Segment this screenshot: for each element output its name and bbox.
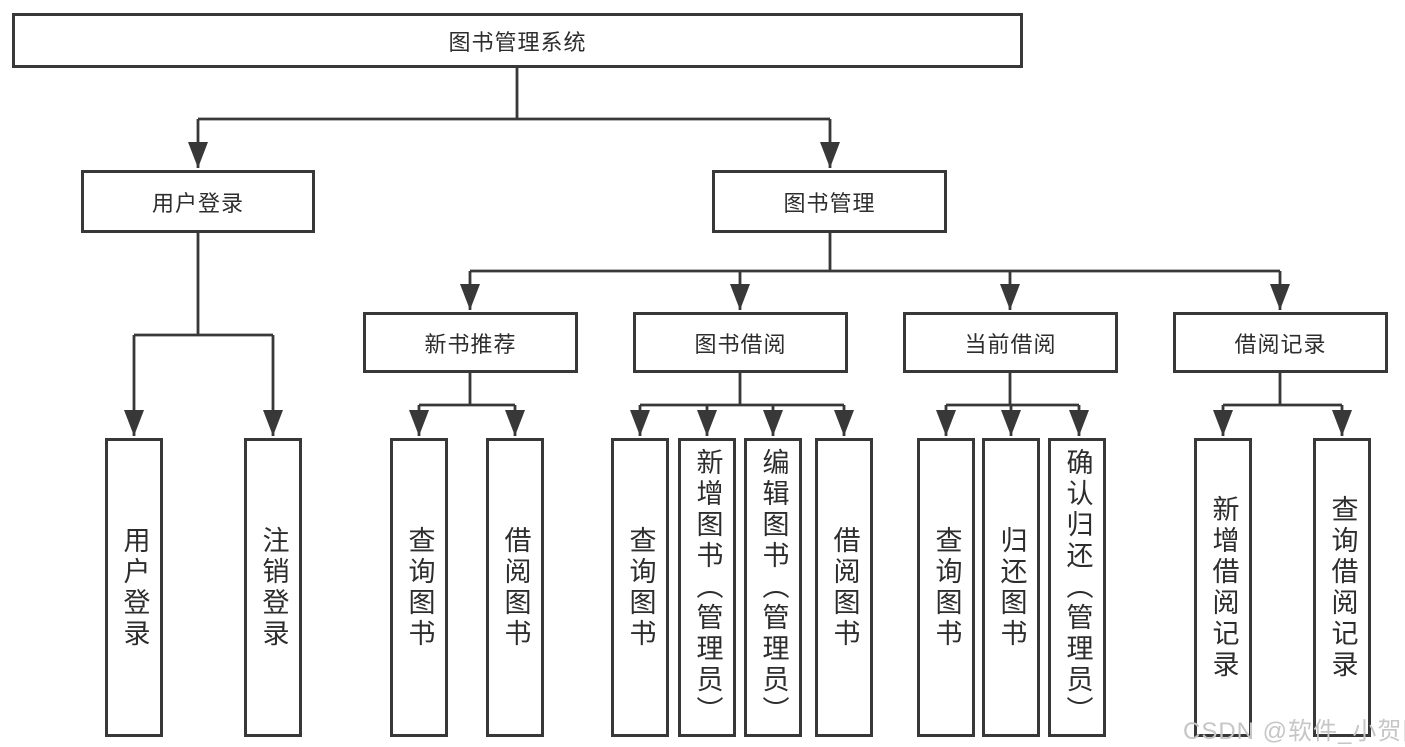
node-nbr-borrow-books-label: 借阅图书 (500, 525, 531, 650)
node-borrowing-records: 借阅记录 (1173, 312, 1388, 373)
node-cb-query-books: 查询图书 (917, 438, 975, 737)
node-bb-edit-books-admin-label: 编辑图书（管理员） (758, 448, 789, 727)
watermark: CSDN @软件_小贺同学 (1183, 718, 1405, 745)
node-cb-query-books-label: 查询图书 (931, 525, 962, 650)
node-bb-query-books: 查询图书 (611, 438, 669, 737)
node-bb-add-books-admin-label: 新增图书（管理员） (692, 448, 723, 727)
node-user-login: 用户登录 (81, 170, 315, 233)
node-new-book-recommend: 新书推荐 (363, 312, 578, 373)
node-cb-confirm-return-admin: 确认归还（管理员） (1048, 438, 1106, 737)
node-book-management: 图书管理 (712, 170, 947, 233)
node-cb-return-books-label: 归还图书 (996, 525, 1027, 650)
node-login-label: 用户登录 (119, 525, 150, 650)
node-logout: 注销登录 (244, 438, 302, 737)
node-bb-borrow-books: 借阅图书 (815, 438, 873, 737)
node-cb-return-books: 归还图书 (982, 438, 1040, 737)
node-root: 图书管理系统 (12, 13, 1023, 68)
node-bb-edit-books-admin: 编辑图书（管理员） (744, 438, 802, 737)
node-bb-add-books-admin: 新增图书（管理员） (678, 438, 736, 737)
connector-root-bus (134, 68, 1342, 407)
node-bb-query-books-label: 查询图书 (625, 525, 656, 650)
node-br-add-record-label: 新增借阅记录 (1208, 494, 1239, 681)
node-book-borrowing: 图书借阅 (633, 312, 848, 373)
node-current-borrowing: 当前借阅 (903, 312, 1118, 373)
node-nbr-query-books: 查询图书 (390, 438, 448, 737)
node-login: 用户登录 (105, 438, 163, 737)
node-br-add-record: 新增借阅记录 (1194, 438, 1252, 737)
node-logout-label: 注销登录 (258, 525, 289, 650)
node-nbr-borrow-books: 借阅图书 (486, 438, 544, 737)
connector-arrows (124, 119, 1352, 436)
node-nbr-query-books-label: 查询图书 (404, 525, 435, 650)
node-cb-confirm-return-admin-label: 确认归还（管理员） (1062, 448, 1093, 727)
node-br-query-record: 查询借阅记录 (1313, 438, 1371, 737)
node-bb-borrow-books-label: 借阅图书 (829, 525, 860, 650)
node-br-query-record-label: 查询借阅记录 (1327, 494, 1358, 681)
